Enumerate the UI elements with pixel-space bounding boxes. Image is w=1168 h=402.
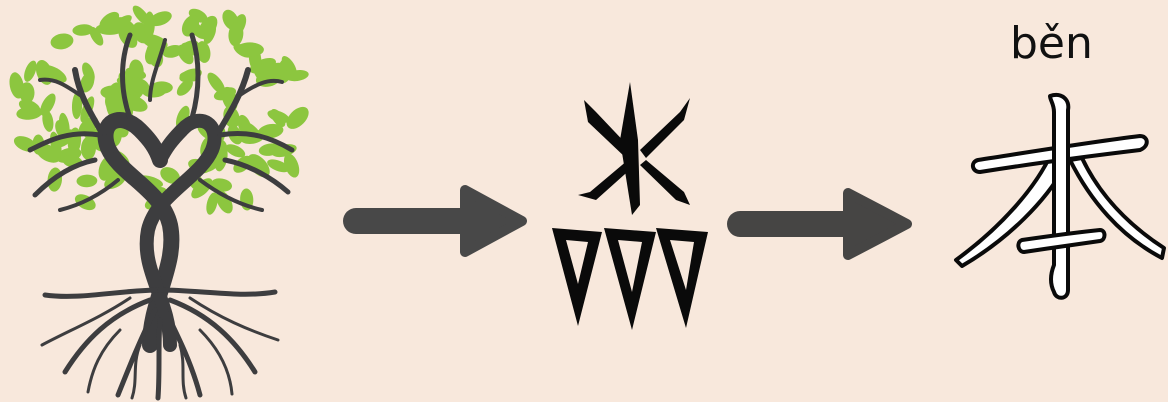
tree-leaves — [7, 3, 312, 216]
arrow-right-icon — [356, 190, 522, 252]
pinyin-label: běn — [1010, 18, 1093, 69]
leaf — [49, 32, 74, 51]
oracle-bone-glyph — [552, 82, 708, 330]
character-ben-glyph — [956, 95, 1164, 298]
arrow-right-icon — [740, 193, 907, 255]
leaf — [76, 174, 97, 187]
tree-icon — [7, 3, 312, 398]
